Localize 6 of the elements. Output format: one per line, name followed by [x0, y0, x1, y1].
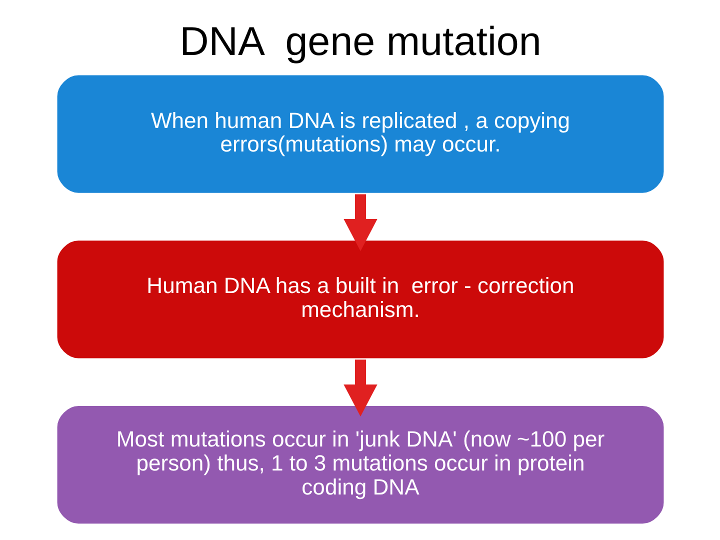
node-box: When human DNA is replicated , a copying errors(mutations) may occur.	[54, 73, 666, 195]
node-box: Most mutations occur in 'junk DNA' (now ~100 per person) thus, 1 to 3 mutations occur in protein coding DNA	[54, 404, 666, 526]
arrow	[343, 194, 377, 252]
arrow	[343, 360, 377, 417]
diagram-title: DNA gene mutation	[179, 18, 541, 64]
node-box: Human DNA has a built in error - correction mechanism.	[54, 238, 666, 360]
